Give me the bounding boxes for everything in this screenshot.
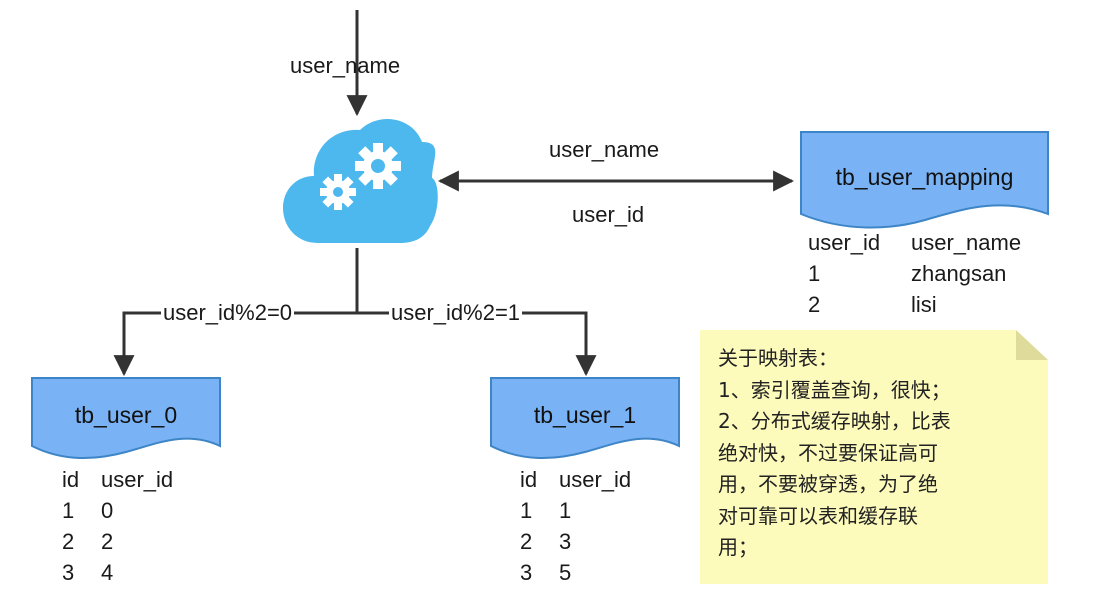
mapping-table-row: 2 lisi: [808, 289, 1021, 320]
table0-cell: 0: [101, 498, 114, 523]
table1-row: 1 1: [520, 495, 631, 526]
table1-col-user-id: user_id: [559, 467, 632, 492]
branch-left-label: user_id%2=0: [161, 300, 295, 326]
table1-col-id: id: [520, 467, 538, 492]
doc-shape-tb-user-0: [31, 377, 221, 459]
table0-col-id: id: [62, 467, 80, 492]
table0-cell: 2: [101, 529, 114, 554]
table0-header: id user_id: [62, 464, 173, 495]
note-shape: [700, 330, 1048, 584]
mapping-edge-top-label: user_name: [549, 137, 660, 162]
mapping-cell: 2: [808, 292, 821, 317]
doc-shape-mapping: [800, 131, 1049, 229]
table1-cell: 2: [520, 529, 533, 554]
table1-cell: 3: [559, 529, 572, 554]
table1-cell: 1: [559, 498, 572, 523]
table0-cell: 3: [62, 560, 75, 585]
doc-shape-tb-user-1: [490, 377, 680, 459]
table0-cell: 2: [62, 529, 75, 554]
table0-row: 3 4: [62, 557, 173, 588]
table1-row: 2 3: [520, 526, 631, 557]
mapping-table-row: 1 zhangsan: [808, 258, 1021, 289]
table0-cell: 1: [62, 498, 75, 523]
note-text: 关于映射表： 1、索引覆盖查询，很快； 2、分布式缓存映射，比表 绝对快，不过要…: [718, 346, 951, 559]
table0-col-user-id: user_id: [101, 467, 174, 492]
input-edge-label: user_name: [290, 53, 401, 78]
mapping-edge-bottom-label: user_id: [572, 202, 645, 227]
mapping-col-user-id: user_id: [808, 230, 881, 255]
mapping-col-user-name: user_name: [911, 230, 1022, 255]
table1-name: tb_user_1: [533, 402, 637, 428]
mapping-cell: lisi: [911, 292, 937, 317]
table1-cell: 5: [559, 560, 572, 585]
branch-right-label: user_id%2=1: [389, 300, 523, 326]
table0-row: 1 0: [62, 495, 173, 526]
table1-cell: 3: [520, 560, 533, 585]
cloud-gears-icon: [283, 118, 438, 243]
table1-cell: 1: [520, 498, 533, 523]
mapping-table-data: user_id user_name 1 zhangsan 2 lisi: [808, 227, 1021, 320]
mapping-cell: zhangsan: [911, 261, 1007, 286]
mapping-table-header: user_id user_name: [808, 227, 1021, 258]
table0-row: 2 2: [62, 526, 173, 557]
table1-data: id user_id 1 1 2 3 3 5: [520, 464, 631, 588]
mapping-table-name: tb_user_mapping: [835, 164, 1014, 190]
mapping-cell: 1: [808, 261, 821, 286]
table1-header: id user_id: [520, 464, 631, 495]
table0-data: id user_id 1 0 2 2 3 4: [62, 464, 173, 588]
table0-name: tb_user_0: [74, 402, 178, 428]
table1-row: 3 5: [520, 557, 631, 588]
table0-cell: 4: [101, 560, 114, 585]
